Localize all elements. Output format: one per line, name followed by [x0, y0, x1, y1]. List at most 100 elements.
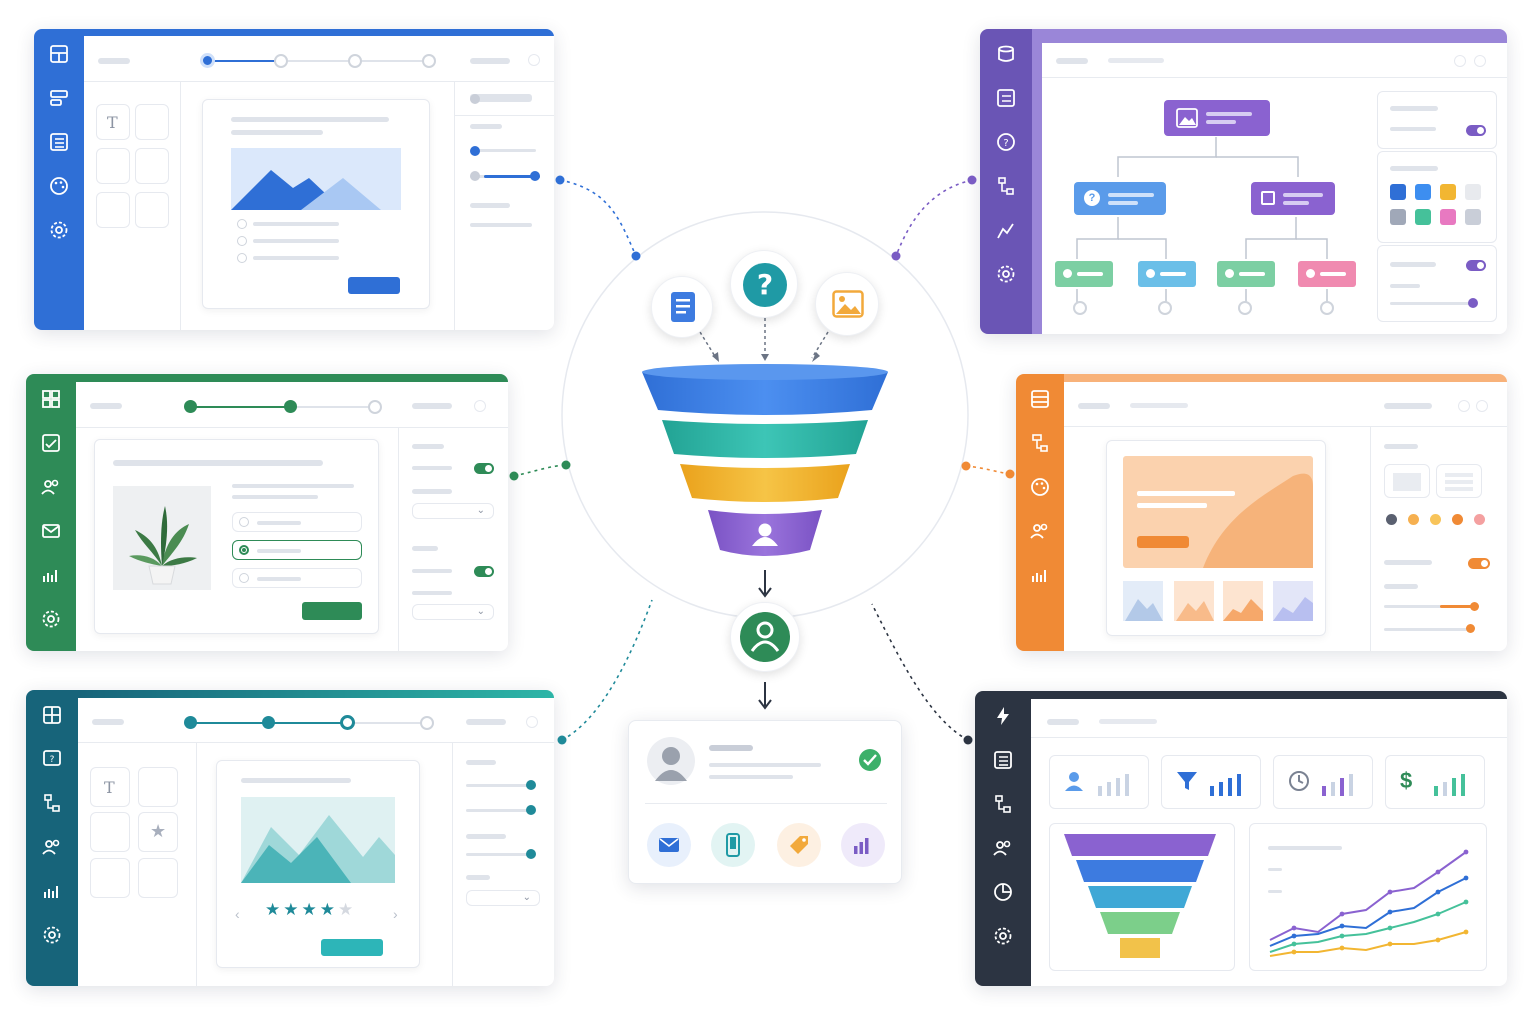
list-element-tile[interactable]	[138, 858, 178, 898]
users-icon[interactable]	[1029, 520, 1051, 542]
dashboard-icon[interactable]	[40, 388, 62, 410]
flow-icon[interactable]	[41, 792, 63, 814]
add-node-button[interactable]	[1238, 301, 1252, 315]
photo-element-tile[interactable]	[135, 148, 169, 184]
mail-channel-button[interactable]	[647, 823, 691, 867]
dropdown[interactable]: ⌄	[466, 890, 540, 906]
dropdown[interactable]: ⌄	[412, 604, 494, 620]
theme-preview-card[interactable]	[1106, 440, 1326, 636]
text-element-tile[interactable]: T	[90, 767, 130, 807]
quiz-card[interactable]	[94, 439, 379, 634]
slider-handle[interactable]	[1466, 624, 1475, 633]
layout-icon[interactable]	[1029, 388, 1051, 410]
toggle-switch[interactable]	[474, 566, 494, 577]
step-2-done[interactable]	[284, 400, 297, 413]
step-4[interactable]	[422, 54, 436, 68]
bar-chart-icon[interactable]	[40, 564, 62, 586]
tag-channel-button[interactable]	[777, 823, 821, 867]
question-input-bubble[interactable]: ?	[730, 250, 798, 318]
swatch[interactable]	[1415, 209, 1431, 225]
thumbnail[interactable]	[1174, 581, 1214, 621]
swatch[interactable]	[1440, 209, 1456, 225]
action-node[interactable]	[1055, 261, 1113, 287]
add-node-button[interactable]	[1158, 301, 1172, 315]
media-element-tile[interactable]	[96, 192, 130, 228]
review-card[interactable]: ‹ › ★★★★★	[216, 760, 420, 968]
star-rating[interactable]: ★★★★★	[265, 900, 356, 920]
star-empty-icon[interactable]: ★	[338, 900, 357, 919]
image-input-bubble[interactable]	[815, 272, 879, 336]
swatch[interactable]	[1415, 184, 1431, 200]
color-dot[interactable]	[1452, 514, 1463, 525]
layout-option[interactable]	[1436, 464, 1482, 498]
step-1-done[interactable]	[184, 400, 197, 413]
star-filled-icon[interactable]: ★	[319, 900, 338, 919]
flow-icon[interactable]	[995, 175, 1017, 197]
star-filled-icon[interactable]: ★	[301, 900, 320, 919]
submit-button[interactable]	[348, 277, 400, 294]
color-dot[interactable]	[1430, 514, 1441, 525]
phone-channel-button[interactable]	[711, 823, 755, 867]
toggle-switch[interactable]	[1468, 558, 1490, 569]
kpi-card[interactable]: $	[1385, 755, 1485, 809]
slider-handle[interactable]	[530, 171, 540, 181]
list-element-tile[interactable]	[135, 192, 169, 228]
text-element-tile[interactable]: T	[96, 104, 130, 140]
action-node[interactable]	[1298, 261, 1356, 287]
add-node-button[interactable]	[1073, 301, 1087, 315]
step-2[interactable]	[274, 54, 288, 68]
lightning-icon[interactable]	[992, 705, 1014, 727]
video-element-tile[interactable]	[96, 148, 130, 184]
users-icon[interactable]	[40, 476, 62, 498]
slider-handle[interactable]	[470, 146, 480, 156]
bar-chart-icon[interactable]	[1029, 564, 1051, 586]
list-icon[interactable]	[995, 87, 1017, 109]
step-3[interactable]	[348, 54, 362, 68]
bar-chart-icon[interactable]	[41, 880, 63, 902]
lead-profile-card[interactable]	[628, 720, 902, 884]
step-1-done[interactable]	[184, 716, 197, 729]
video-element-tile[interactable]	[90, 812, 130, 852]
checklist-icon[interactable]	[40, 432, 62, 454]
star-filled-icon[interactable]: ★	[283, 900, 302, 919]
image-element-tile[interactable]	[135, 104, 169, 140]
action-node[interactable]	[1138, 261, 1196, 287]
swatch[interactable]	[1465, 184, 1481, 200]
slider-handle[interactable]	[526, 849, 536, 859]
star-filled-icon[interactable]: ★	[265, 900, 284, 919]
thumbnail[interactable]	[1223, 581, 1263, 621]
gear-icon[interactable]	[48, 219, 70, 241]
question-node[interactable]: ?	[1074, 182, 1166, 215]
slider-handle[interactable]	[1468, 298, 1478, 308]
dashboard-icon[interactable]	[41, 704, 63, 726]
gear-icon[interactable]	[992, 925, 1014, 947]
list-icon[interactable]	[992, 749, 1014, 771]
layout-icon[interactable]	[48, 43, 70, 65]
star-element-tile[interactable]: ★	[138, 812, 178, 852]
palette-icon[interactable]	[1029, 476, 1051, 498]
flow-icon[interactable]	[992, 793, 1014, 815]
toggle-switch[interactable]	[474, 463, 494, 474]
database-icon[interactable]	[995, 43, 1017, 65]
gear-icon[interactable]	[995, 263, 1017, 285]
mail-icon[interactable]	[40, 520, 62, 542]
swatch[interactable]	[1465, 209, 1481, 225]
kpi-card[interactable]	[1161, 755, 1261, 809]
media-element-tile[interactable]	[90, 858, 130, 898]
color-dot[interactable]	[1386, 514, 1397, 525]
action-node[interactable]	[1217, 261, 1275, 287]
palette-icon[interactable]	[48, 175, 70, 197]
profile-node[interactable]	[1251, 182, 1335, 215]
toggle-switch[interactable]	[1466, 260, 1486, 271]
pie-chart-icon[interactable]	[992, 881, 1014, 903]
root-node[interactable]	[1164, 100, 1270, 136]
analytics-icon[interactable]	[995, 219, 1017, 241]
kpi-card[interactable]	[1049, 755, 1149, 809]
swatch[interactable]	[1390, 209, 1406, 225]
step-2-done[interactable]	[262, 716, 275, 729]
next-button[interactable]	[302, 602, 362, 620]
step-4[interactable]	[420, 716, 434, 730]
toggle-switch[interactable]	[1466, 125, 1486, 136]
users-icon[interactable]	[992, 837, 1014, 859]
analytics-channel-button[interactable]	[841, 823, 885, 867]
